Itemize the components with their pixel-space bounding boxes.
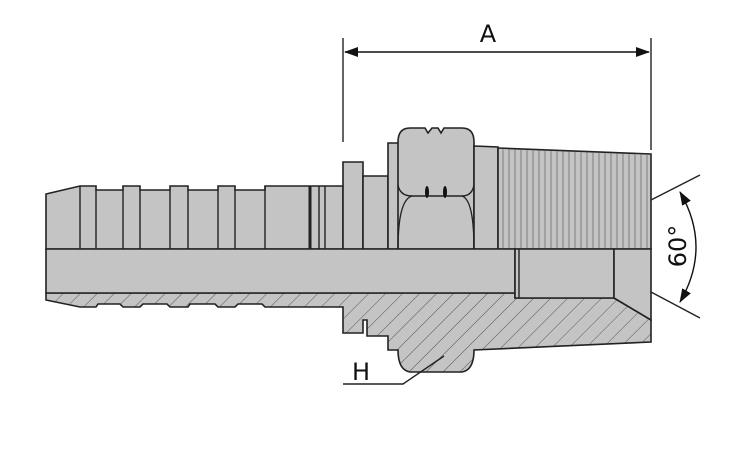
hex-leader: H (343, 355, 445, 386)
fitting-section-view (45, 248, 652, 373)
cone-angle-dimension: 60° (650, 174, 701, 319)
counterbore (514, 248, 615, 299)
bore (45, 248, 516, 294)
cone-angle-label: 60° (664, 225, 692, 268)
hex-nut (397, 127, 475, 250)
section-hatch (45, 292, 652, 373)
hose-tail (45, 185, 344, 250)
thread-neck (473, 145, 499, 250)
dimension-a: A (342, 20, 652, 150)
hex-label: H (352, 358, 370, 386)
groove (362, 175, 389, 250)
collar (342, 161, 364, 250)
fitting-outer-view (45, 127, 652, 250)
cone-seat (613, 248, 652, 322)
dimension-a-label: A (480, 20, 497, 48)
